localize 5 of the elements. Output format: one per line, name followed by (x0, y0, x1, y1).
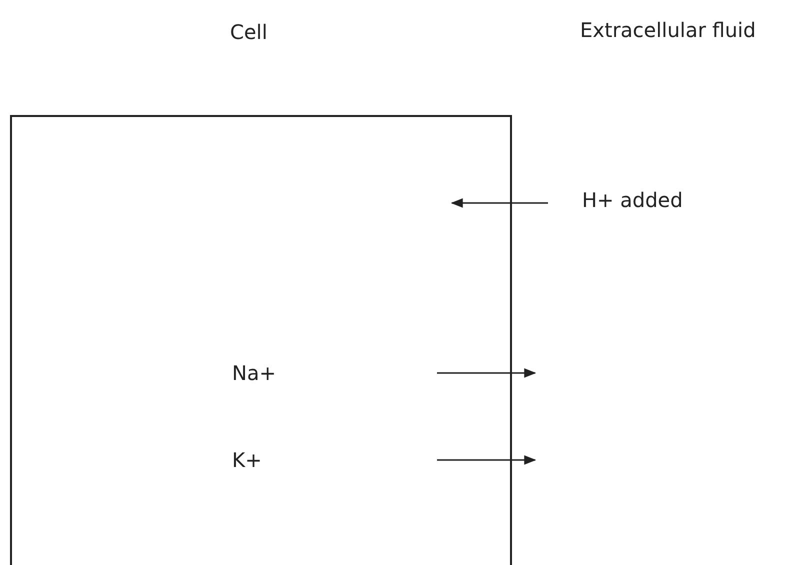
ion-label: H+ added (582, 188, 683, 212)
cell-label: Cell (230, 20, 268, 44)
ion-label: Na+ (232, 361, 276, 385)
ion-label: K+ (232, 448, 262, 472)
region-label: Extracellular fluid (580, 18, 756, 42)
